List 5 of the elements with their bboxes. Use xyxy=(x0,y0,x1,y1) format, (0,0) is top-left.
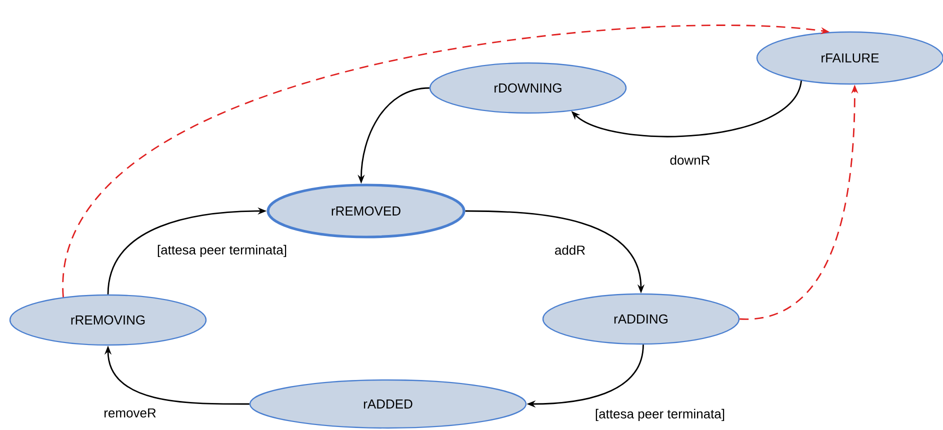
edge-label: [attesa peer terminata] xyxy=(156,244,288,258)
edge-label: downR xyxy=(668,154,712,166)
edge-label: [attesa peer terminata] xyxy=(594,408,726,422)
edge-label: removeR xyxy=(102,407,158,419)
edge-label: addR xyxy=(553,244,587,256)
